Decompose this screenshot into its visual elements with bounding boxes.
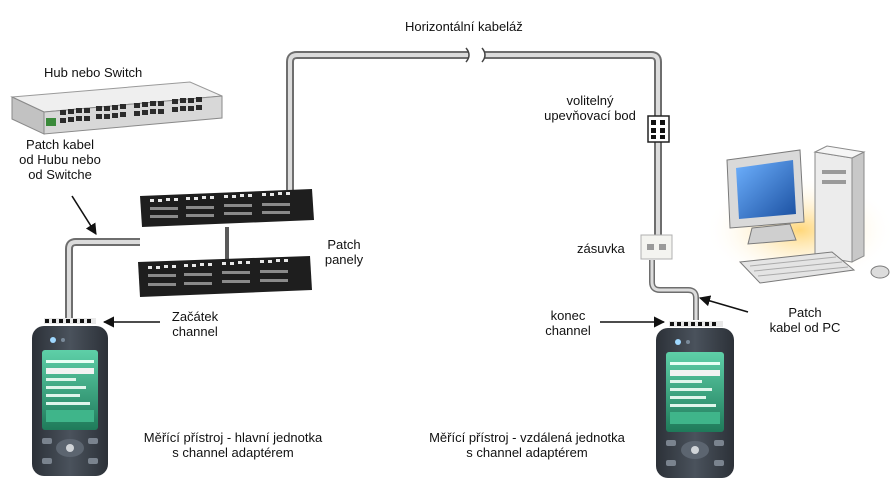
label-optional-point-line2: upevňovací bod [544, 108, 636, 123]
label-main-unit-line1: Měřící přístroj - hlavní jednotka [143, 430, 323, 445]
label-optional-point: volitelný upevňovací bod [535, 93, 645, 123]
label-remote-unit-line1: Měřící přístroj - vzdálená jednotka [429, 430, 625, 445]
wall-outlet-icon [640, 234, 673, 260]
label-channel-start: Začátek channel [160, 309, 230, 339]
label-channel-start-line2: channel [172, 324, 218, 339]
label-main-unit-line2: s channel adaptérem [172, 445, 294, 460]
arrow-patch-pc [698, 295, 749, 313]
label-patch-from-pc-line2: kabel od PC [769, 320, 841, 335]
label-outlet: zásuvka [577, 241, 625, 256]
arrow-patch-hub [71, 195, 97, 235]
label-patch-from-hub-line1: Patch kabel [26, 137, 94, 152]
patch-cable-left [65, 238, 140, 318]
annotation-arrows [71, 195, 749, 328]
label-channel-end-line1: konec [550, 308, 586, 323]
label-hub-switch: Hub nebo Switch [44, 65, 143, 80]
label-channel-end: konec channel [538, 308, 598, 338]
label-patch-panels-line1: Patch [327, 237, 361, 252]
label-patch-from-hub-line2: od Hubu nebo [19, 152, 101, 167]
tester-icon [32, 318, 734, 478]
label-remote-unit-line2: s channel adaptérem [466, 445, 588, 460]
label-patch-from-pc: Patch kabel od PC [750, 305, 860, 335]
mounting-block-icon [647, 115, 670, 143]
label-channel-start-line1: Začátek [171, 309, 219, 324]
label-patch-from-hub-line3: od Switche [28, 167, 92, 182]
patch-cable-right [649, 260, 699, 320]
label-remote-unit: Měřící přístroj - vzdálená jednotka s ch… [412, 430, 642, 460]
cable-break-icon [465, 47, 486, 63]
label-horizontal-cabling: Horizontální kabeláž [405, 19, 523, 34]
label-main-unit: Měřící přístroj - hlavní jednotka s chan… [118, 430, 348, 460]
horizontal-cable [286, 47, 662, 238]
label-patch-from-hub: Patch kabel od Hubu nebo od Switche [14, 137, 106, 182]
label-patch-panels-line2: panely [324, 252, 364, 267]
label-optional-point-line1: volitelný [566, 93, 614, 108]
pc-icon [705, 145, 892, 285]
patch-panel-icon [138, 189, 314, 297]
hub-icon [10, 81, 223, 135]
label-patch-panels: Patch panely [314, 237, 374, 267]
label-channel-end-line2: channel [545, 323, 591, 338]
label-patch-from-pc-line1: Patch [788, 305, 822, 320]
